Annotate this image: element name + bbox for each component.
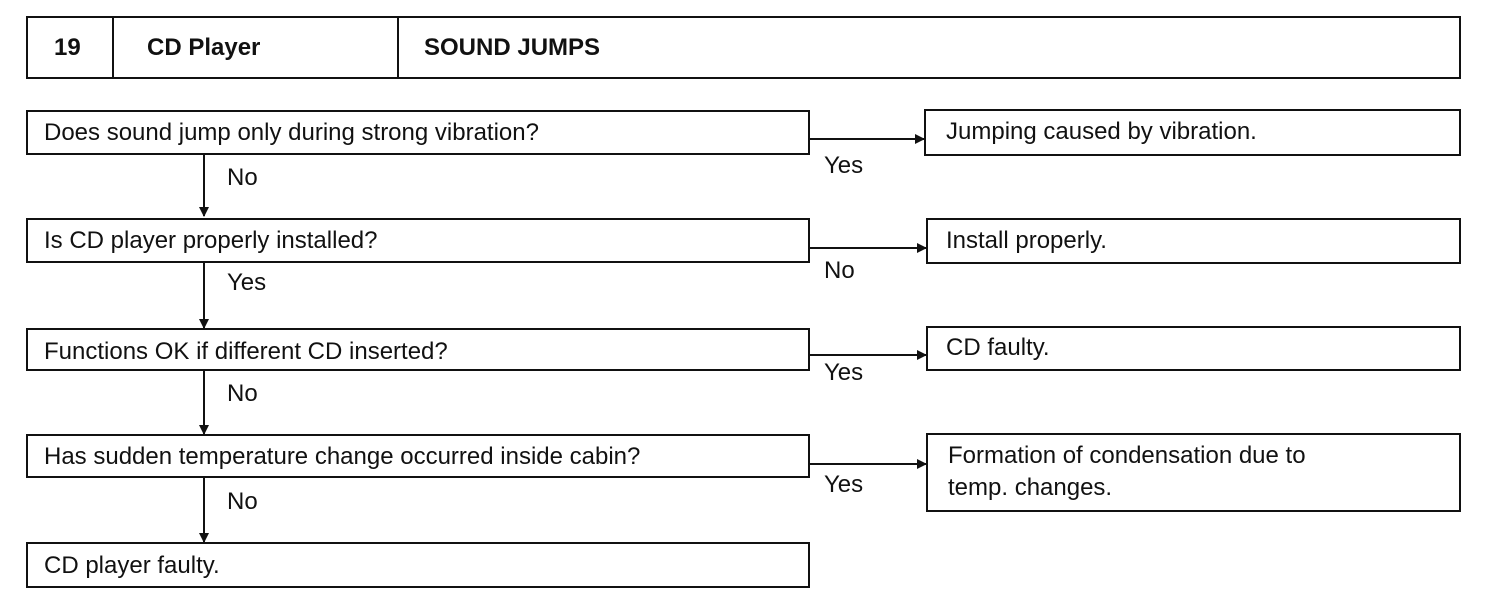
branch-label: Yes — [227, 269, 267, 296]
result-text-line: Formation of condensation due to — [948, 442, 1306, 469]
result-box: Install properly. — [926, 218, 1461, 264]
divider — [397, 18, 399, 77]
result-text-line: temp. changes. — [948, 474, 1113, 501]
result-box: CD faulty. — [926, 326, 1461, 371]
result-text: CD faulty. — [946, 334, 1050, 361]
branch-label: No — [824, 257, 855, 284]
question-box: Is CD player properly installed? — [26, 218, 810, 263]
symptom-title: SOUND JUMPS — [424, 33, 601, 61]
result-box: Formation of condensation due to temp. c… — [926, 433, 1461, 512]
final-result-text: CD player faulty. — [44, 552, 220, 579]
final-result-box: CD player faulty. — [26, 542, 810, 588]
procedure-number: 19 — [54, 33, 81, 61]
branch-label: No — [227, 488, 258, 515]
question-box: Functions OK if different CD inserted? — [26, 328, 810, 371]
branch-label: Yes — [824, 471, 864, 498]
title-bar: 19 CD Player SOUND JUMPS — [26, 16, 1461, 79]
result-text: Jumping caused by vibration. — [946, 118, 1257, 145]
question-box: Has sudden temperature change occurred i… — [26, 434, 810, 478]
result-text: Install properly. — [946, 227, 1107, 254]
question-box: Does sound jump only during strong vibra… — [26, 110, 810, 155]
question-text: Is CD player properly installed? — [44, 227, 378, 254]
branch-label: No — [227, 164, 258, 191]
question-text: Functions OK if different CD inserted? — [44, 338, 448, 365]
question-text: Has sudden temperature change occurred i… — [44, 443, 641, 470]
branch-label: No — [227, 380, 258, 407]
branch-label: Yes — [824, 152, 864, 179]
branch-label: Yes — [824, 359, 864, 386]
system-name: CD Player — [147, 33, 261, 61]
result-box: Jumping caused by vibration. — [924, 109, 1461, 156]
question-text: Does sound jump only during strong vibra… — [44, 119, 539, 146]
divider — [112, 18, 114, 77]
